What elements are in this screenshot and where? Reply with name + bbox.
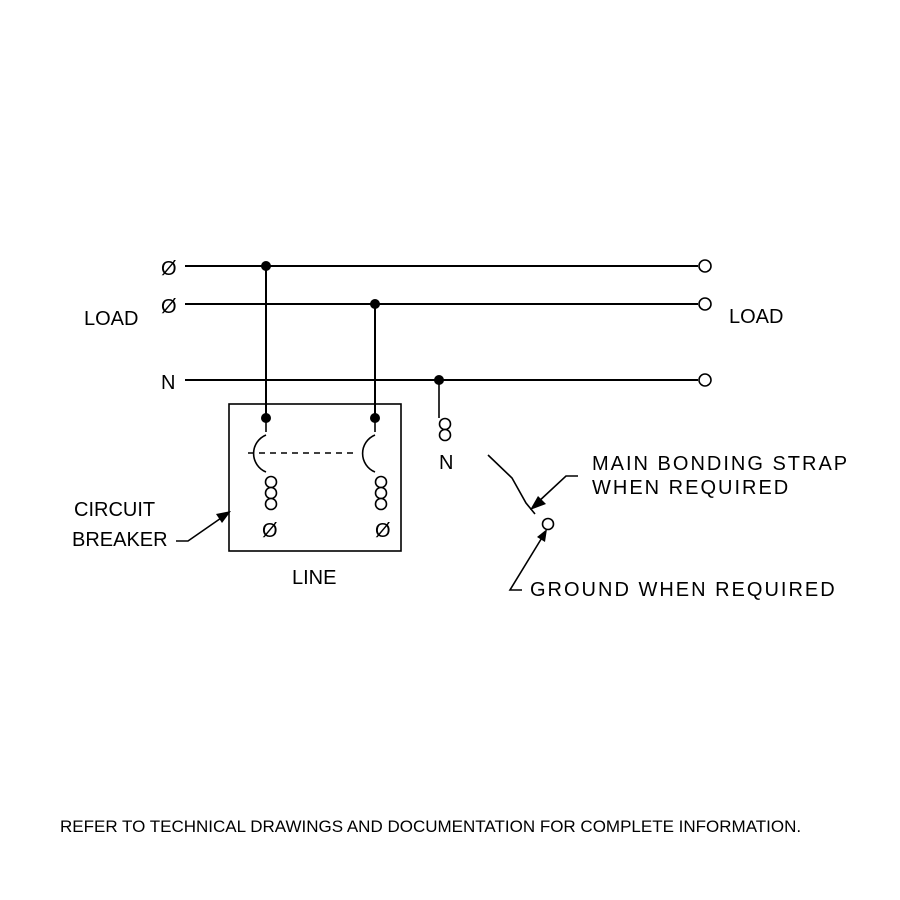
neutral-terminal bbox=[698, 373, 712, 387]
phase-2-label: Ø bbox=[161, 296, 177, 318]
line-label: LINE bbox=[292, 567, 336, 589]
phase-1-terminal bbox=[698, 259, 712, 273]
circuit-breaker-leader bbox=[176, 515, 225, 542]
ground-leader bbox=[508, 535, 544, 591]
breaker-pole-1-coil bbox=[264, 475, 278, 511]
circuit-breaker-label-line2: BREAKER bbox=[72, 529, 168, 551]
ground-terminal bbox=[541, 517, 555, 531]
neutral-coil bbox=[438, 417, 452, 442]
bonding-strap-label-line1: MAIN BONDING STRAP bbox=[592, 453, 849, 475]
ground-label: GROUND WHEN REQUIRED bbox=[530, 579, 837, 601]
breaker-pole-2-coil bbox=[374, 475, 388, 511]
phase-2-terminal bbox=[698, 297, 712, 311]
bonding-strap-leader bbox=[536, 475, 578, 504]
neutral-coil-label: N bbox=[439, 452, 453, 474]
neutral-bus-label: N bbox=[161, 372, 175, 394]
breaker-pole-1-label: Ø bbox=[262, 520, 278, 542]
footer-note: REFER TO TECHNICAL DRAWINGS AND DOCUMENT… bbox=[60, 817, 801, 836]
breaker-contact-2-arc bbox=[361, 434, 376, 473]
main-bonding-strap bbox=[487, 454, 536, 515]
breaker-pole-2-label: Ø bbox=[375, 520, 391, 542]
load-left-label: LOAD bbox=[84, 308, 138, 330]
circuit-breaker-arrowhead bbox=[216, 511, 231, 523]
bonding-strap-arrowhead bbox=[530, 496, 546, 510]
phase-1-label: Ø bbox=[161, 258, 177, 280]
phase-1-junction bbox=[261, 261, 271, 271]
bonding-strap-label-line2: WHEN REQUIRED bbox=[592, 477, 790, 499]
load-right-label: LOAD bbox=[729, 306, 783, 328]
ground-arrowhead bbox=[537, 529, 547, 542]
circuit-breaker-label-line1: CIRCUIT bbox=[74, 499, 155, 521]
phase-2-junction bbox=[370, 299, 380, 309]
circuit-breaker-box bbox=[228, 403, 402, 552]
